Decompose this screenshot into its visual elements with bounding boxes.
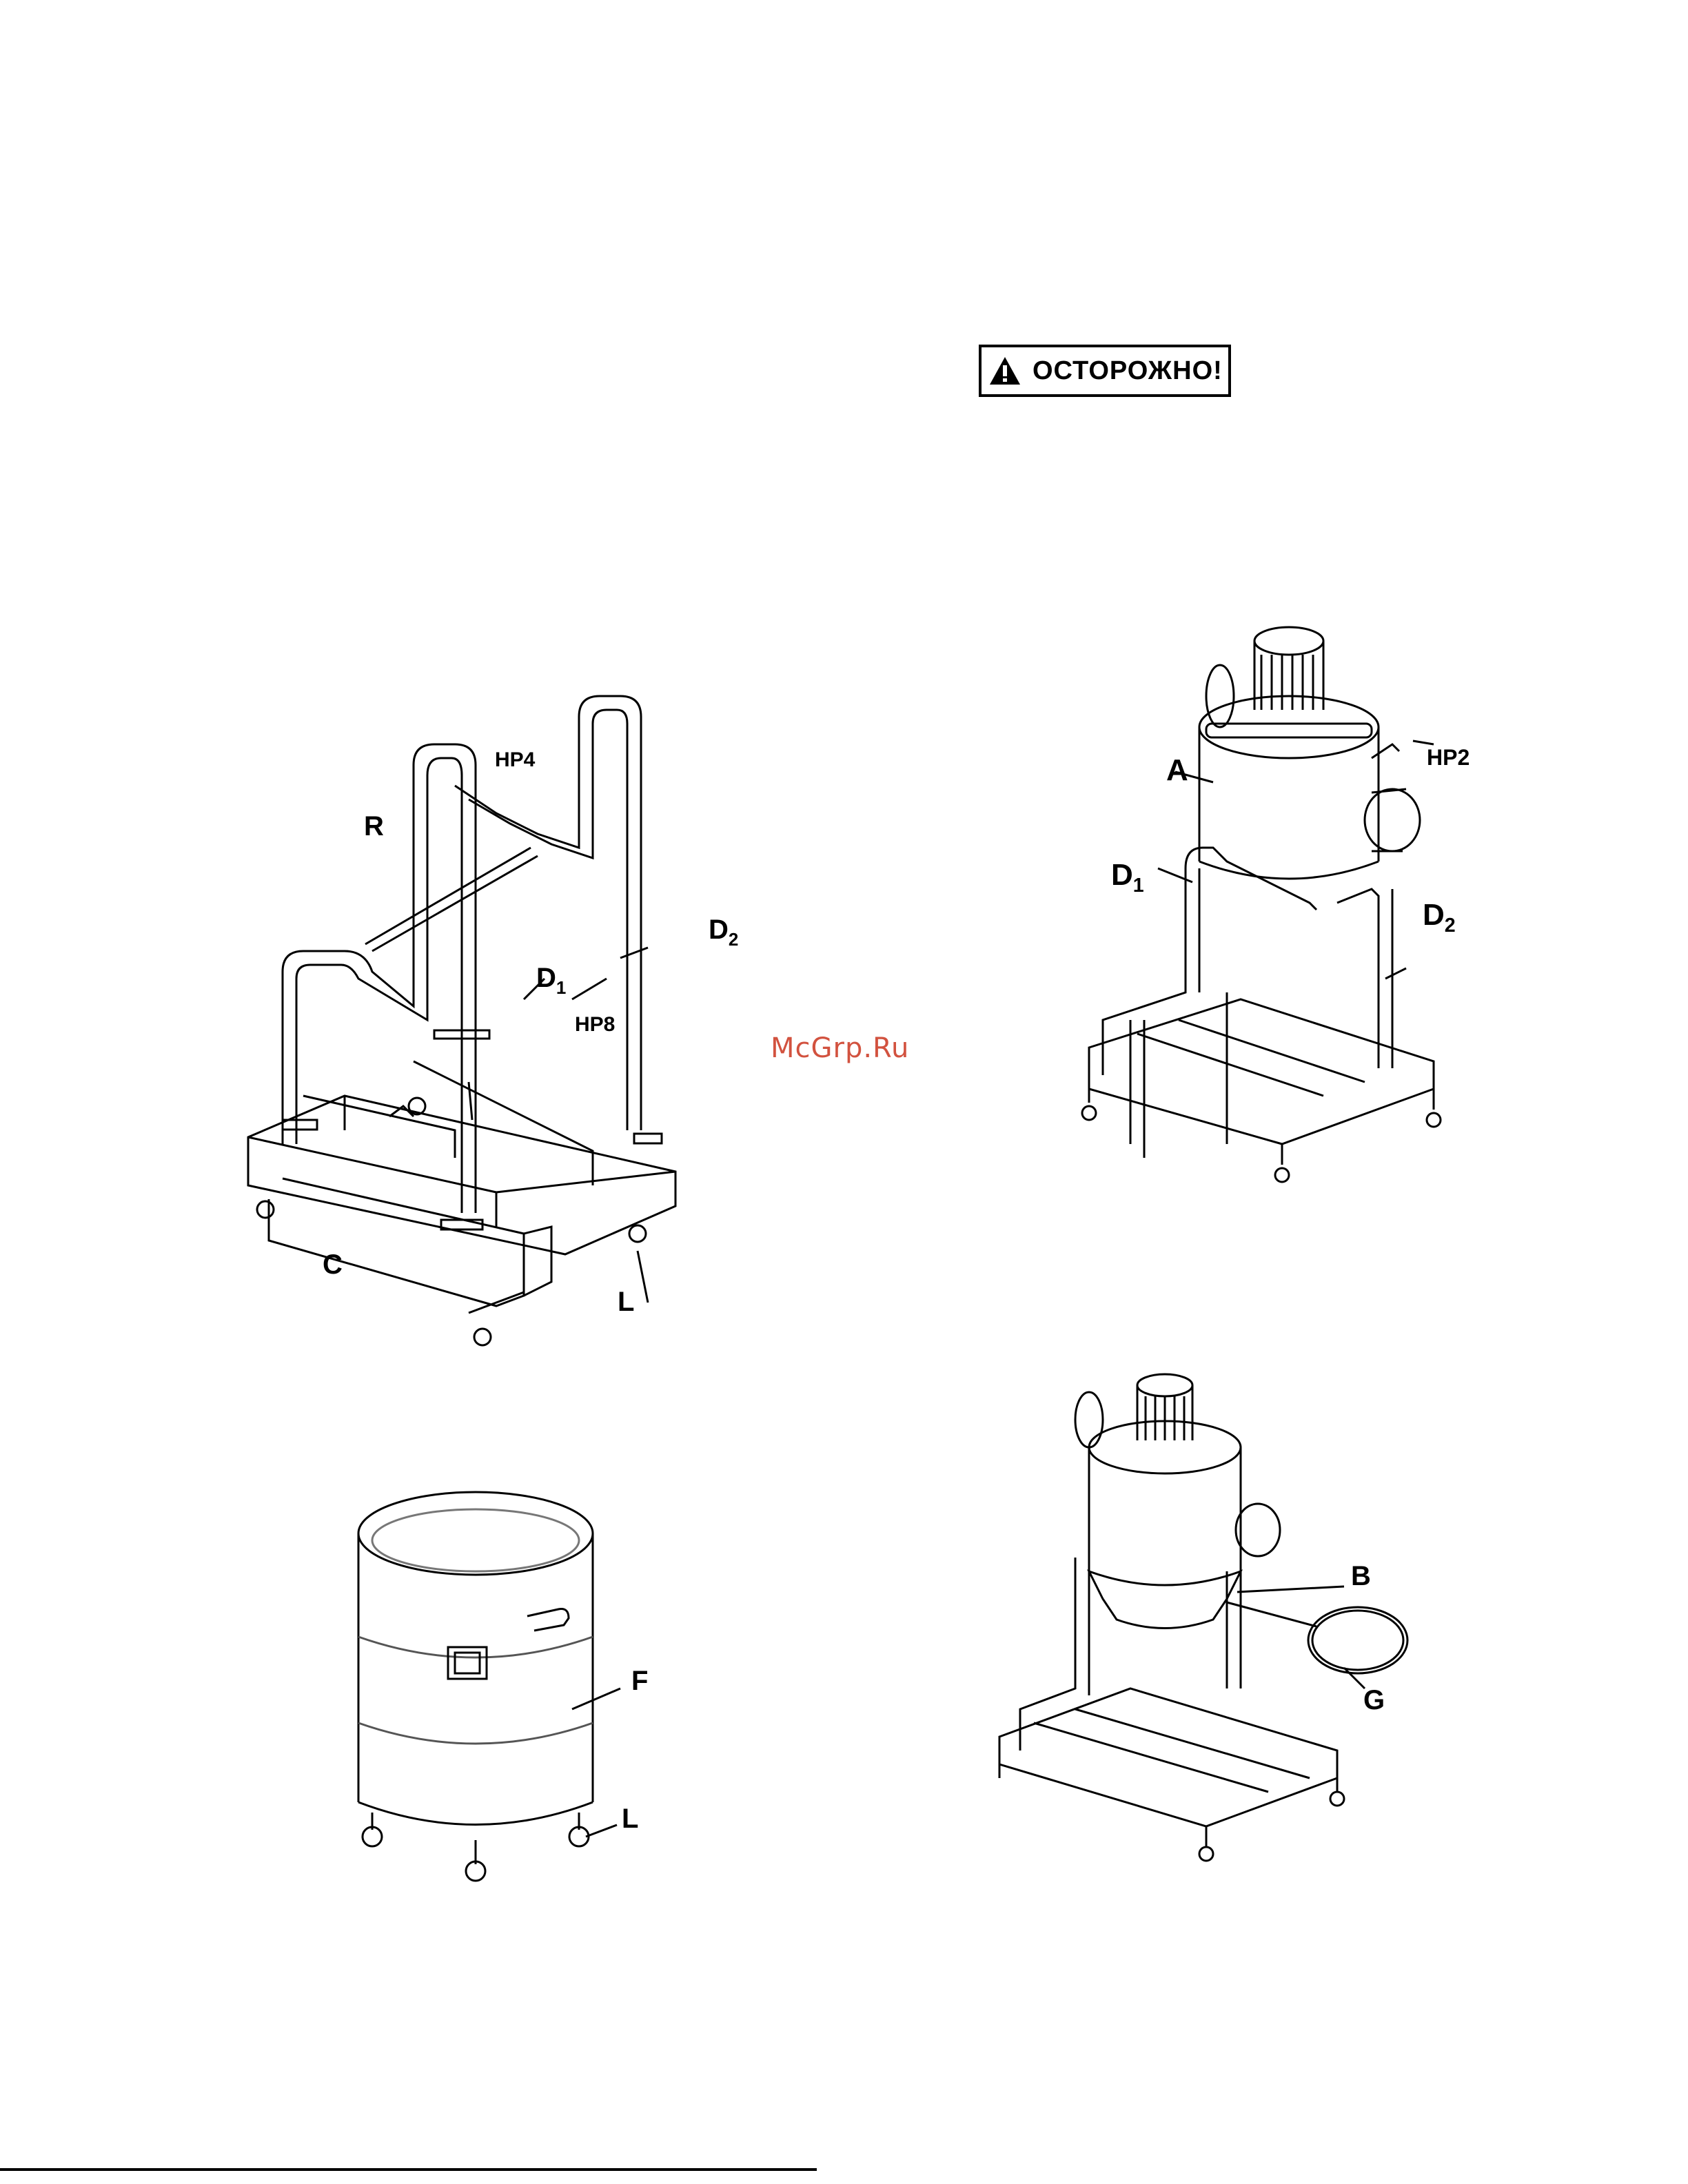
label-l-frame: L	[618, 1287, 634, 1317]
label-a: A	[1166, 753, 1188, 787]
label-hp8-frame: HP8	[575, 1013, 615, 1036]
bottom-rule	[0, 2168, 817, 2171]
drum-figure	[345, 1489, 620, 1916]
label-d2-motor: D2	[1423, 898, 1456, 937]
label-d1-frame: D1	[536, 963, 566, 998]
label-d1-motor: D1	[1111, 858, 1144, 897]
label-r-frame: R	[364, 811, 384, 841]
label-hp4-frame: HP4	[495, 748, 536, 771]
label-c-frame: C	[323, 1249, 343, 1280]
label-d2-frame: D2	[709, 915, 738, 950]
label-l-drum: L	[622, 1804, 638, 1834]
label-f: F	[631, 1666, 648, 1696]
clamp-ring-figure	[993, 1365, 1434, 1861]
label-hp2: HP2	[1427, 745, 1470, 770]
